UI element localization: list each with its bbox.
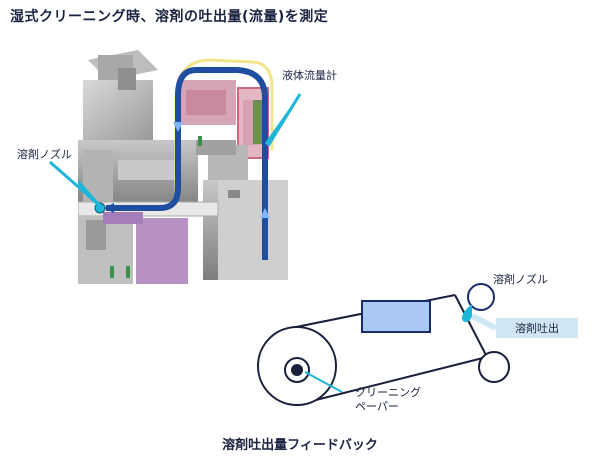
roll-axle: [291, 364, 303, 376]
diagram-caption: 溶剤吐出量フィードバック: [222, 438, 378, 453]
schematic-nozzle-label: 溶剤ノズル: [493, 273, 548, 286]
paper-pointer-line: [304, 371, 343, 393]
machine-photo: [78, 40, 290, 284]
paper-label-line1: クリーニング: [355, 386, 421, 399]
paper-belt-right: [454, 294, 488, 358]
solvent-droplet-icon: [462, 304, 472, 322]
nozzle-pointer-line: [49, 160, 101, 208]
paper-label: クリーニング ペーパー: [355, 386, 421, 414]
photo-nozzle-label: 溶剤ノズル: [17, 148, 72, 161]
discharge-label: 溶剤吐出: [496, 318, 578, 338]
roller: [478, 351, 510, 383]
pressing-pad: [361, 300, 431, 333]
paper-belt-bottom: [295, 356, 488, 406]
paper-label-line2: ペーパー: [355, 400, 399, 413]
discharge-pointer: [470, 313, 498, 331]
nozzle-circle: [467, 283, 495, 311]
flowmeter-pointer-line: [266, 93, 302, 147]
page-title: 湿式クリーニング時、溶剤の吐出量(流量)を測定: [10, 9, 329, 25]
flowmeter-label: 液体流量計: [282, 69, 337, 82]
